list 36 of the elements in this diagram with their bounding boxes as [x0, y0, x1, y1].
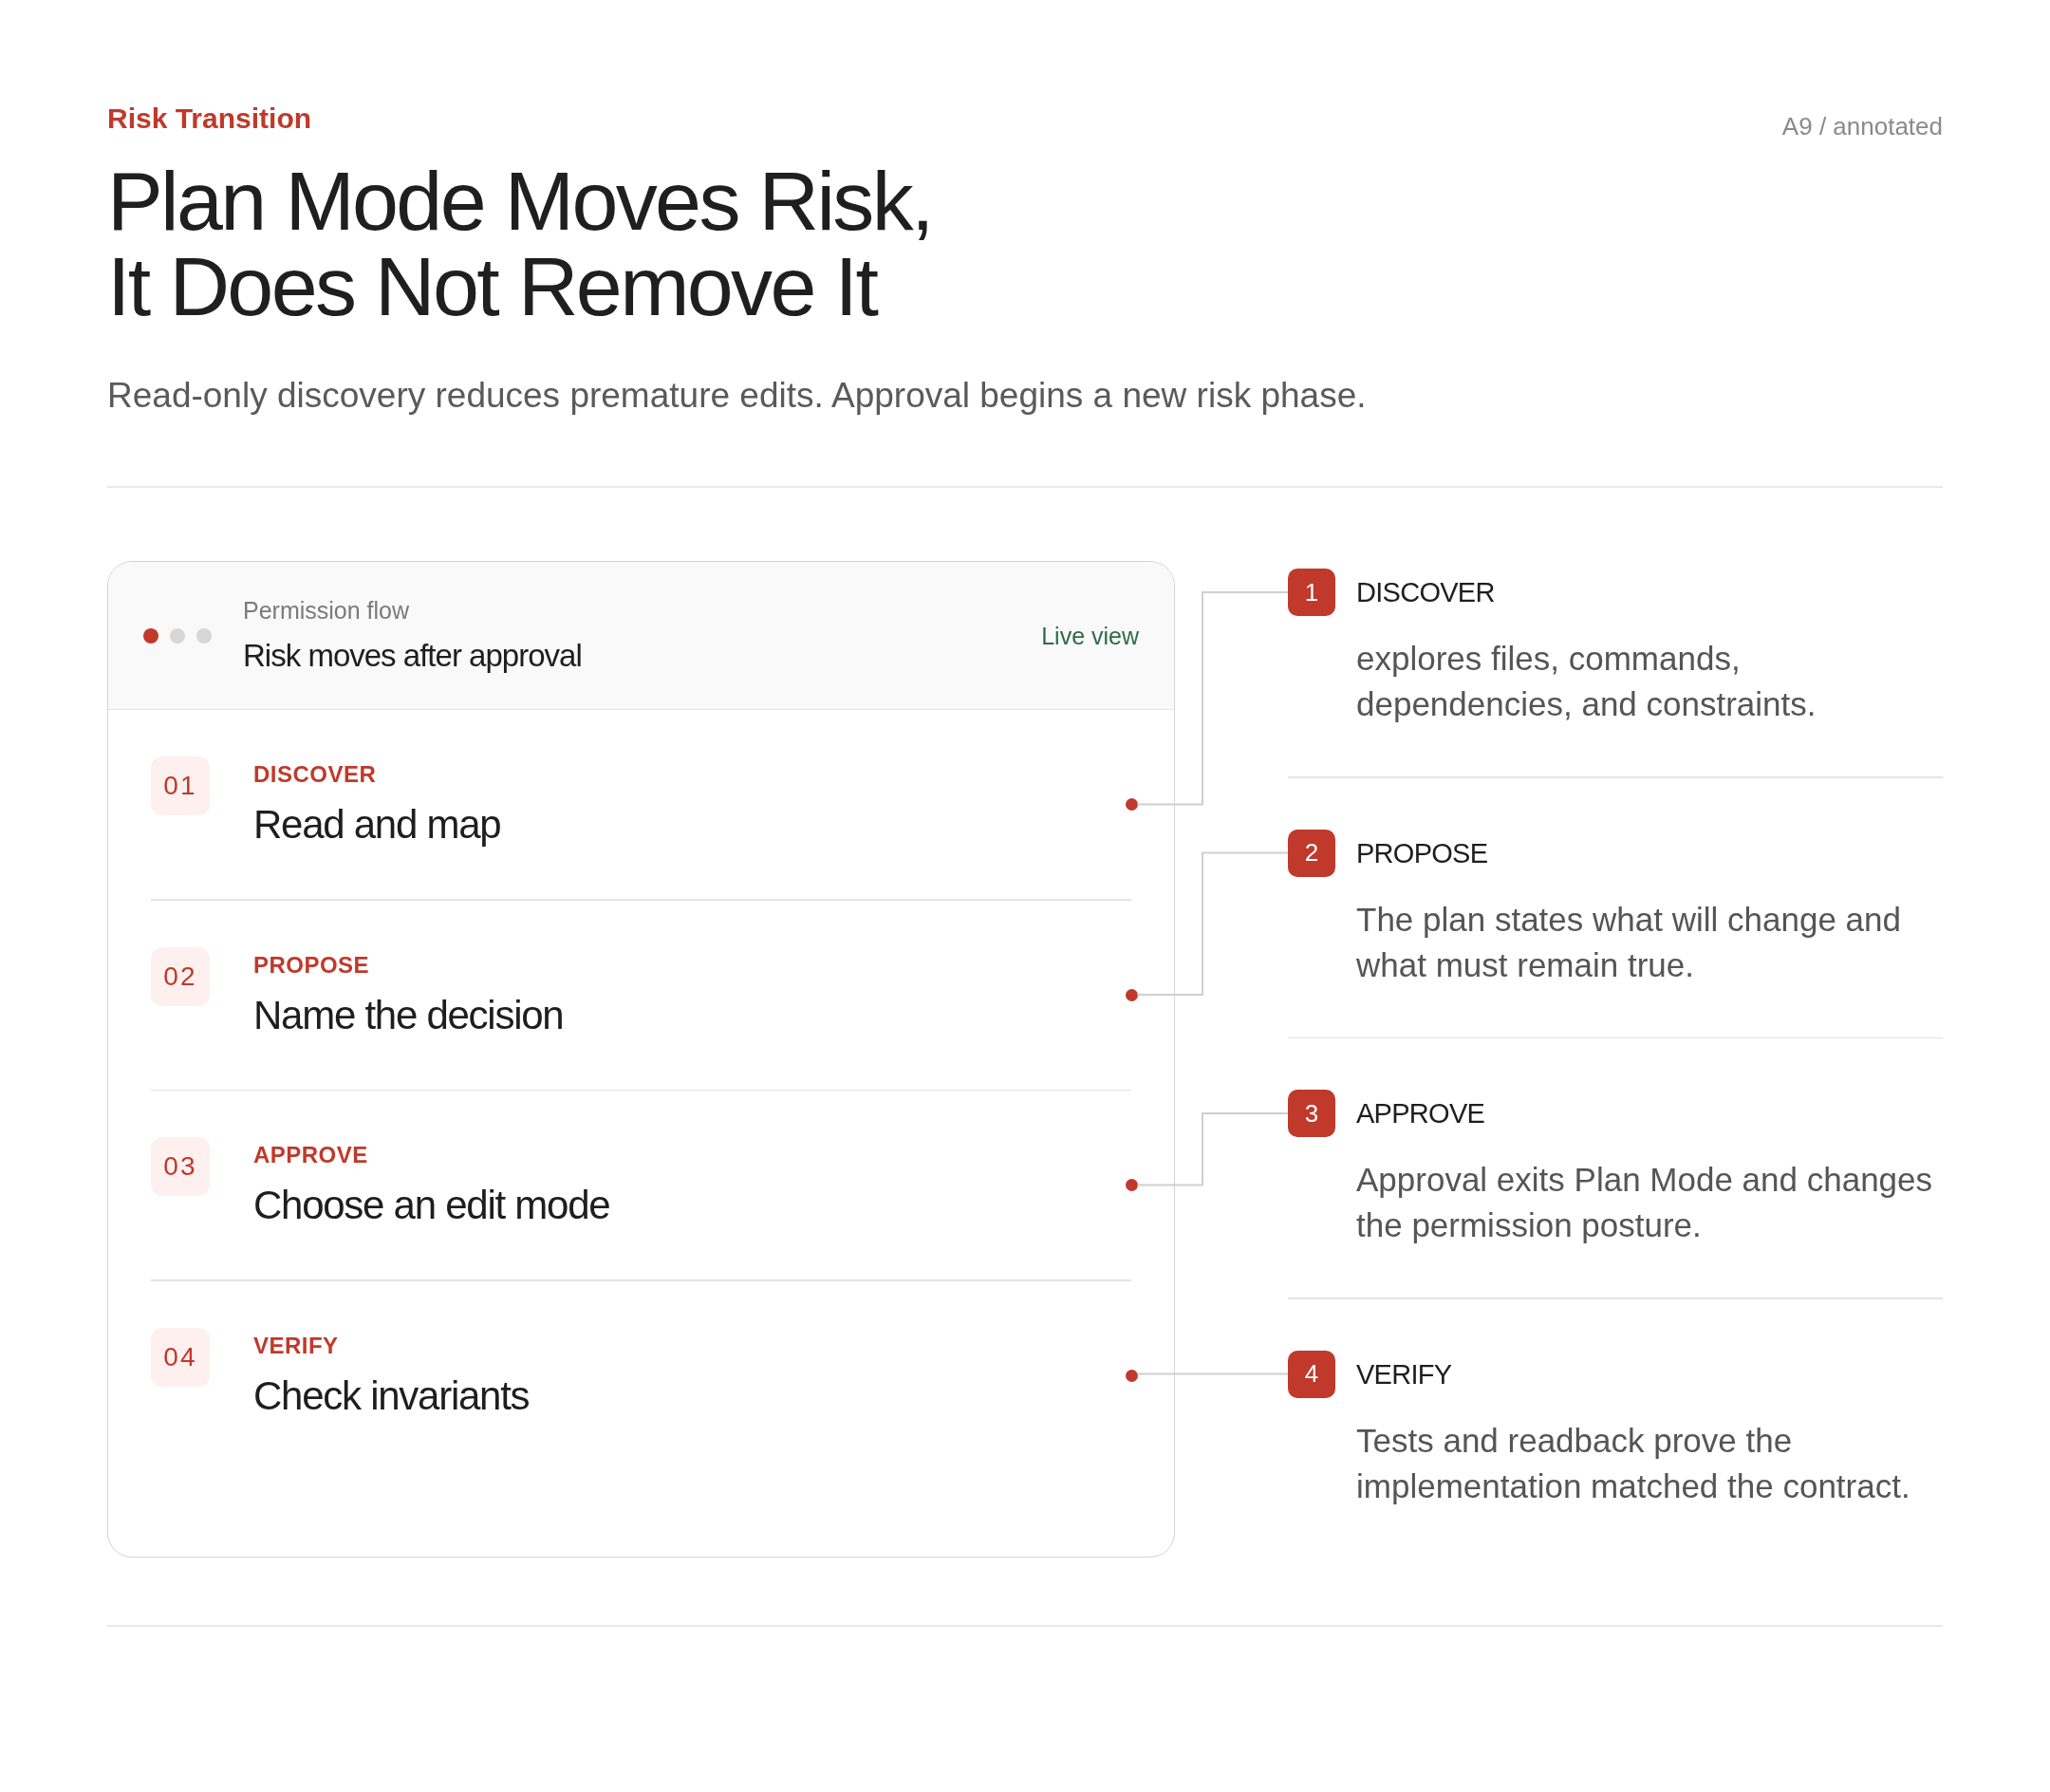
step-title: Read and map — [253, 802, 501, 848]
eyebrow-label: Risk Transition — [107, 102, 312, 136]
version-tag: A9 / annotated — [1781, 111, 1943, 141]
step-number-badge: 01 — [151, 756, 210, 815]
step-label: DISCOVER — [253, 760, 377, 789]
step-number-badge: 03 — [151, 1137, 210, 1196]
callout-heading: APPROVE — [1356, 1097, 1485, 1130]
callout-heading: DISCOVER — [1356, 576, 1495, 609]
connector-line — [1136, 591, 1289, 806]
connector-line — [1136, 1112, 1289, 1186]
step-label: APPROVE — [253, 1141, 368, 1169]
live-status-text: Live view — [1041, 621, 1139, 650]
step-number-badge: 3 — [1288, 1090, 1335, 1137]
callout-heading: PROPOSE — [1356, 836, 1488, 870]
step-label: VERIFY — [253, 1331, 339, 1360]
step-number-badge: 04 — [151, 1327, 210, 1387]
step-number-badge: 2 — [1288, 829, 1335, 877]
card-title: Risk moves after approval — [243, 637, 582, 675]
callout-heading: VERIFY — [1356, 1357, 1452, 1391]
callout-description: Tests and readback prove the implementation matched the contract. — [1356, 1420, 1911, 1506]
step-title: Check invariants — [253, 1372, 530, 1419]
subtitle: Read-only discovery reduces premature edits. Approval begins a new risk phase. — [107, 375, 1367, 417]
callout-description: The plan states what will change and what must remain true. — [1356, 899, 1902, 985]
step-title: Name the decision — [253, 992, 564, 1038]
page-title: Plan Mode Moves Risk, It Does Not Remove It — [107, 159, 933, 329]
step-label: PROPOSE — [253, 950, 370, 980]
card-subtitle: Permission flow — [243, 596, 410, 625]
callout-description: explores files, commands, dependencies, and constraints. — [1356, 639, 1817, 724]
step-title: Choose an edit mode — [253, 1183, 610, 1228]
connector-line — [1136, 851, 1289, 996]
step-number-badge: 02 — [151, 946, 210, 1006]
step-number-badge: 4 — [1288, 1350, 1335, 1398]
step-number-badge: 1 — [1288, 569, 1335, 616]
connector-line — [1136, 1372, 1289, 1375]
window-card — [107, 561, 1175, 1558]
callout-description: Approval exits Plan Mode and changes the permission posture. — [1356, 1160, 1934, 1245]
